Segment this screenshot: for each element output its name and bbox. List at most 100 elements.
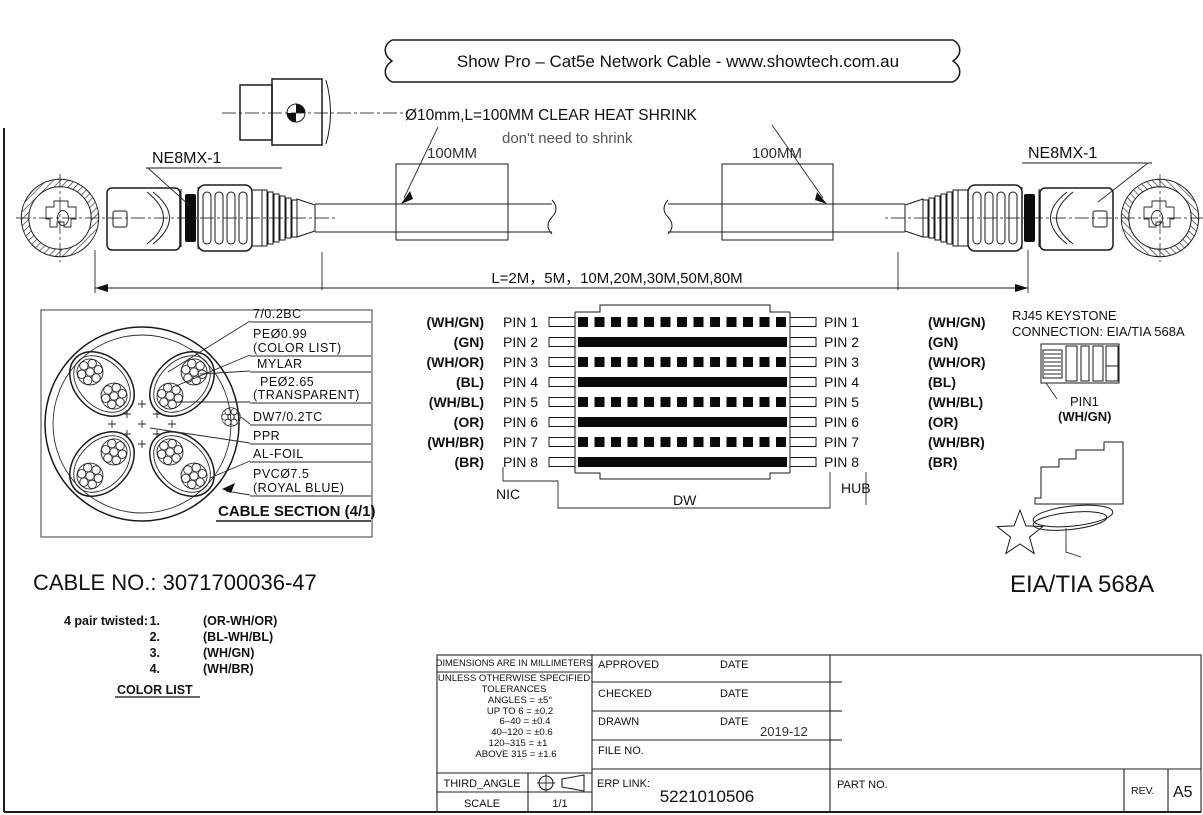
drawn-date-label: DATE [720,716,749,728]
dims-note: DIMENSIONS ARE IN MILLIMETERS [436,658,593,668]
scale-value: 1/1 [552,798,567,810]
right-wire-6: (OR) [928,414,958,430]
left-wire-2: (GN) [454,334,484,350]
right-connector-model: NE8MX-1 [1028,145,1097,162]
callout-pvc-jacket: PVCØ7.5 [253,467,309,481]
right-wire-7: (WH/BR) [928,434,985,450]
left-shrink-dim: 100MM [427,145,477,162]
third-angle-label: THIRD_ANGLE [443,778,520,790]
dw-label: DW [673,492,697,508]
left-contact-pads [548,317,576,467]
left-pin-2: PIN 2 [503,334,538,350]
left-pin-7: PIN 7 [503,434,538,450]
right-pin-6: PIN 6 [824,414,859,430]
right-heat-shrink-tube: 100MM [721,145,834,241]
unless-note: UNLESS OTHERWISE SPECIFIED [438,673,590,684]
pin1-label: PIN1 [1070,394,1099,409]
checked-date-label: DATE [720,688,749,700]
right-wire-1: (WH/GN) [928,314,986,330]
left-pin-3: PIN 3 [503,354,538,370]
left-wire-4: (BL) [456,374,484,390]
erp-link-label: ERP LINK: [597,778,650,790]
heat-shrink-annotation: Ø10mm,L=100MM CLEAR HEAT SHRINK don't ne… [401,107,827,204]
length-dimension: L=2M，5M，10M,20M,30M,50M,80M [94,250,1029,293]
pair-num-4: 4. [150,662,160,676]
callout-mylar: MYLAR [257,357,303,371]
callout-conductor: 7/0.2BC [253,307,302,321]
star-icon [995,508,1045,555]
right-pin-5: PIN 5 [824,394,859,410]
right-pin-1: PIN 1 [824,314,859,330]
rev-label: REV. [1131,785,1155,797]
tol-above-315: ABOVE 315 = ±1.6 [475,749,556,760]
left-connector-label: NE8MX-1 [146,150,282,207]
checked-label: CHECKED [598,688,652,700]
right-pin-8: PIN 8 [824,454,859,470]
right-wire-4: (BL) [928,374,956,390]
color-list-heading: 4 pair twisted: [64,614,148,628]
right-connector [664,174,1203,262]
left-wire-6: (OR) [454,414,484,430]
callout-color-list: (COLOR LIST) [253,341,342,355]
right-wire-3: (WH/OR) [928,354,986,370]
left-pin-8: PIN 8 [503,454,538,470]
tolerances-title: TOLERANCES [482,684,547,695]
rev-value: A5 [1173,784,1193,801]
pair-colors-3: (WH/GN) [203,646,254,660]
pair-num-3: 3. [150,646,160,660]
color-list: 4 pair twisted: 1. 2. 3. 4. (OR-WH/OR) (… [64,614,277,698]
color-list-title: COLOR LIST [117,683,193,697]
pair-colors-4: (WH/BR) [203,662,254,676]
right-wire-2: (GN) [928,334,958,350]
pair-colors-1: (OR-WH/OR) [203,614,277,628]
left-heat-shrink-tube: 100MM [395,145,509,241]
third-angle-symbol [537,774,585,792]
right-contact-pads [789,317,817,467]
rj45-jack-profile [1032,441,1124,558]
tol-40-120: 40–120 = ±0.6 [491,727,553,738]
tol-upto6: UP TO 6 = ±0.2 [487,706,553,717]
callout-transparent: (TRANSPARENT) [253,388,360,402]
cable-number: CABLE NO.: 3071700036-47 [33,570,317,595]
hub-label: HUB [841,480,871,496]
pair-colors-2: (BL-WH/BL) [203,630,273,644]
pinout-diagram: (WH/GN) (GN) (WH/OR) (BL) (WH/BL) (OR) (… [426,304,986,509]
coupler-part [222,78,408,146]
left-pin-4: PIN 4 [503,374,538,390]
right-pin-3: PIN 3 [824,354,859,370]
right-wire-5: (WH/BL) [928,394,983,410]
approved-date-label: DATE [720,659,749,671]
left-pin-1: PIN 1 [503,314,538,330]
left-wire-7: (WH/BR) [427,434,484,450]
left-wire-1: (WH/GN) [426,314,484,330]
callout-ppr: PPR [253,429,280,443]
wire-bars [578,317,787,467]
title-block: DIMENSIONS ARE IN MILLIMETERS UNLESS OTH… [436,654,1202,813]
length-options: L=2M，5M，10M,20M,30M,50M,80M [491,270,742,287]
callout-al-foil: AL-FOIL [253,447,304,461]
tol-6-40: 6–40 = ±0.4 [500,716,552,727]
left-connector-model: NE8MX-1 [152,150,221,167]
tol-120-315: 120–315 = ±1 [489,738,548,749]
heat-shrink-note: Ø10mm,L=100MM CLEAR HEAT SHRINK [405,107,698,124]
heat-shrink-subnote: don't need to shrink [502,130,633,147]
right-pin-4: PIN 4 [824,374,859,390]
right-pin-2: PIN 2 [824,334,859,350]
part-no-label: PART NO. [837,779,888,791]
cable-section-title: CABLE SECTION (4/1) [218,503,376,520]
left-pin-5: PIN 5 [503,394,538,410]
pair-num-2: 2. [150,630,160,644]
callout-drain-wire: DW7/0.2TC [253,410,323,424]
rj45-title-2: CONNECTION: EIA/TIA 568A [1012,324,1185,339]
pin1-color: (WH/GN) [1058,409,1111,424]
banner-text: Show Pro – Cat5e Network Cable - www.sho… [457,52,899,71]
rj45-title-1: RJ45 KEYSTONE [1012,308,1117,323]
callout-pe-wrap: PEØ2.65 [260,375,314,389]
approved-label: APPROVED [598,659,659,671]
callout-royal-blue: (ROYAL BLUE) [253,481,344,495]
drawn-label: DRAWN [598,716,639,728]
left-pin-6: PIN 6 [503,414,538,430]
standard-label: EIA/TIA 568A [1010,571,1154,598]
drawn-date-value: 2019-12 [760,724,808,739]
